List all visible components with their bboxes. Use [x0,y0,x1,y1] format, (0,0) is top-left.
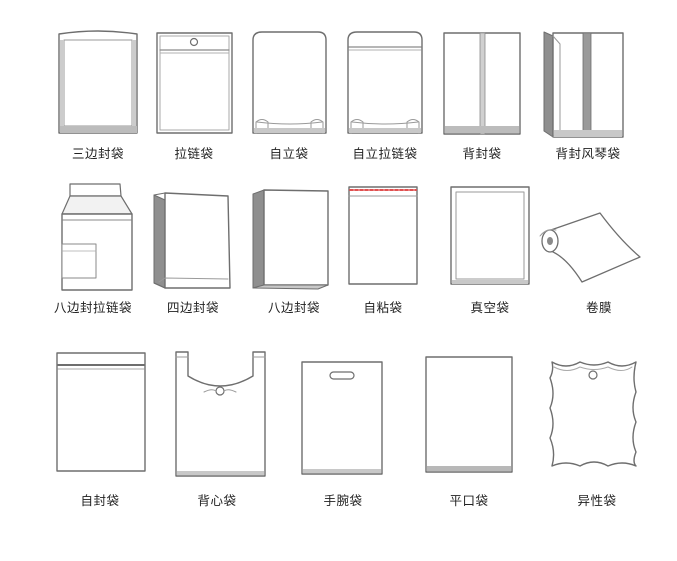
eight-side-seal-bag-icon [252,189,329,290]
vest-bag-icon [175,351,266,477]
label-self-seal-bag: 自封袋 [80,493,120,508]
label-eight-side-seal-zipper-bag: 八边封拉链袋 [53,300,132,315]
roll-film-icon [539,212,641,283]
label-special-shaped-bag: 异性袋 [577,493,617,508]
label-self-adhesive-bag: 自粘袋 [363,300,403,315]
self-adhesive-bag-icon [348,186,418,285]
stand-up-pouch-icon [252,31,327,134]
label-back-seal-bag: 背封袋 [462,146,502,161]
flat-bag-icon [425,356,513,473]
label-vest-bag: 背心袋 [197,493,237,508]
special-shaped-bag-icon [549,361,637,467]
back-seal-gusset-bag-icon [543,31,624,138]
label-four-side-seal-bag: 四边封袋 [166,300,219,315]
label-stand-up-pouch: 自立袋 [269,146,309,161]
stand-up-zipper-pouch-icon [347,31,423,134]
zipper-bag-icon [156,32,233,134]
three-side-seal-bag-icon [58,30,138,134]
label-roll-film: 卷膜 [585,300,612,315]
eight-side-seal-zipper-bag-icon [61,183,133,291]
label-eight-side-seal-bag: 八边封袋 [267,300,320,315]
label-die-cut-handle-bag: 手腕袋 [323,493,363,508]
label-three-side-seal-bag: 三边封袋 [71,146,124,161]
die-cut-handle-bag-icon [301,361,383,475]
self-seal-bag-icon [56,352,146,472]
label-flat-bag: 平口袋 [449,493,489,508]
label-back-seal-gusset-bag: 背封风琴袋 [555,146,621,161]
back-seal-bag-icon [443,32,521,135]
four-side-seal-bag-icon [153,192,231,289]
vacuum-bag-icon [450,186,530,285]
label-vacuum-bag: 真空袋 [470,300,510,315]
label-stand-up-zipper-pouch: 自立拉链袋 [352,146,418,161]
label-zipper-bag: 拉链袋 [174,146,214,161]
